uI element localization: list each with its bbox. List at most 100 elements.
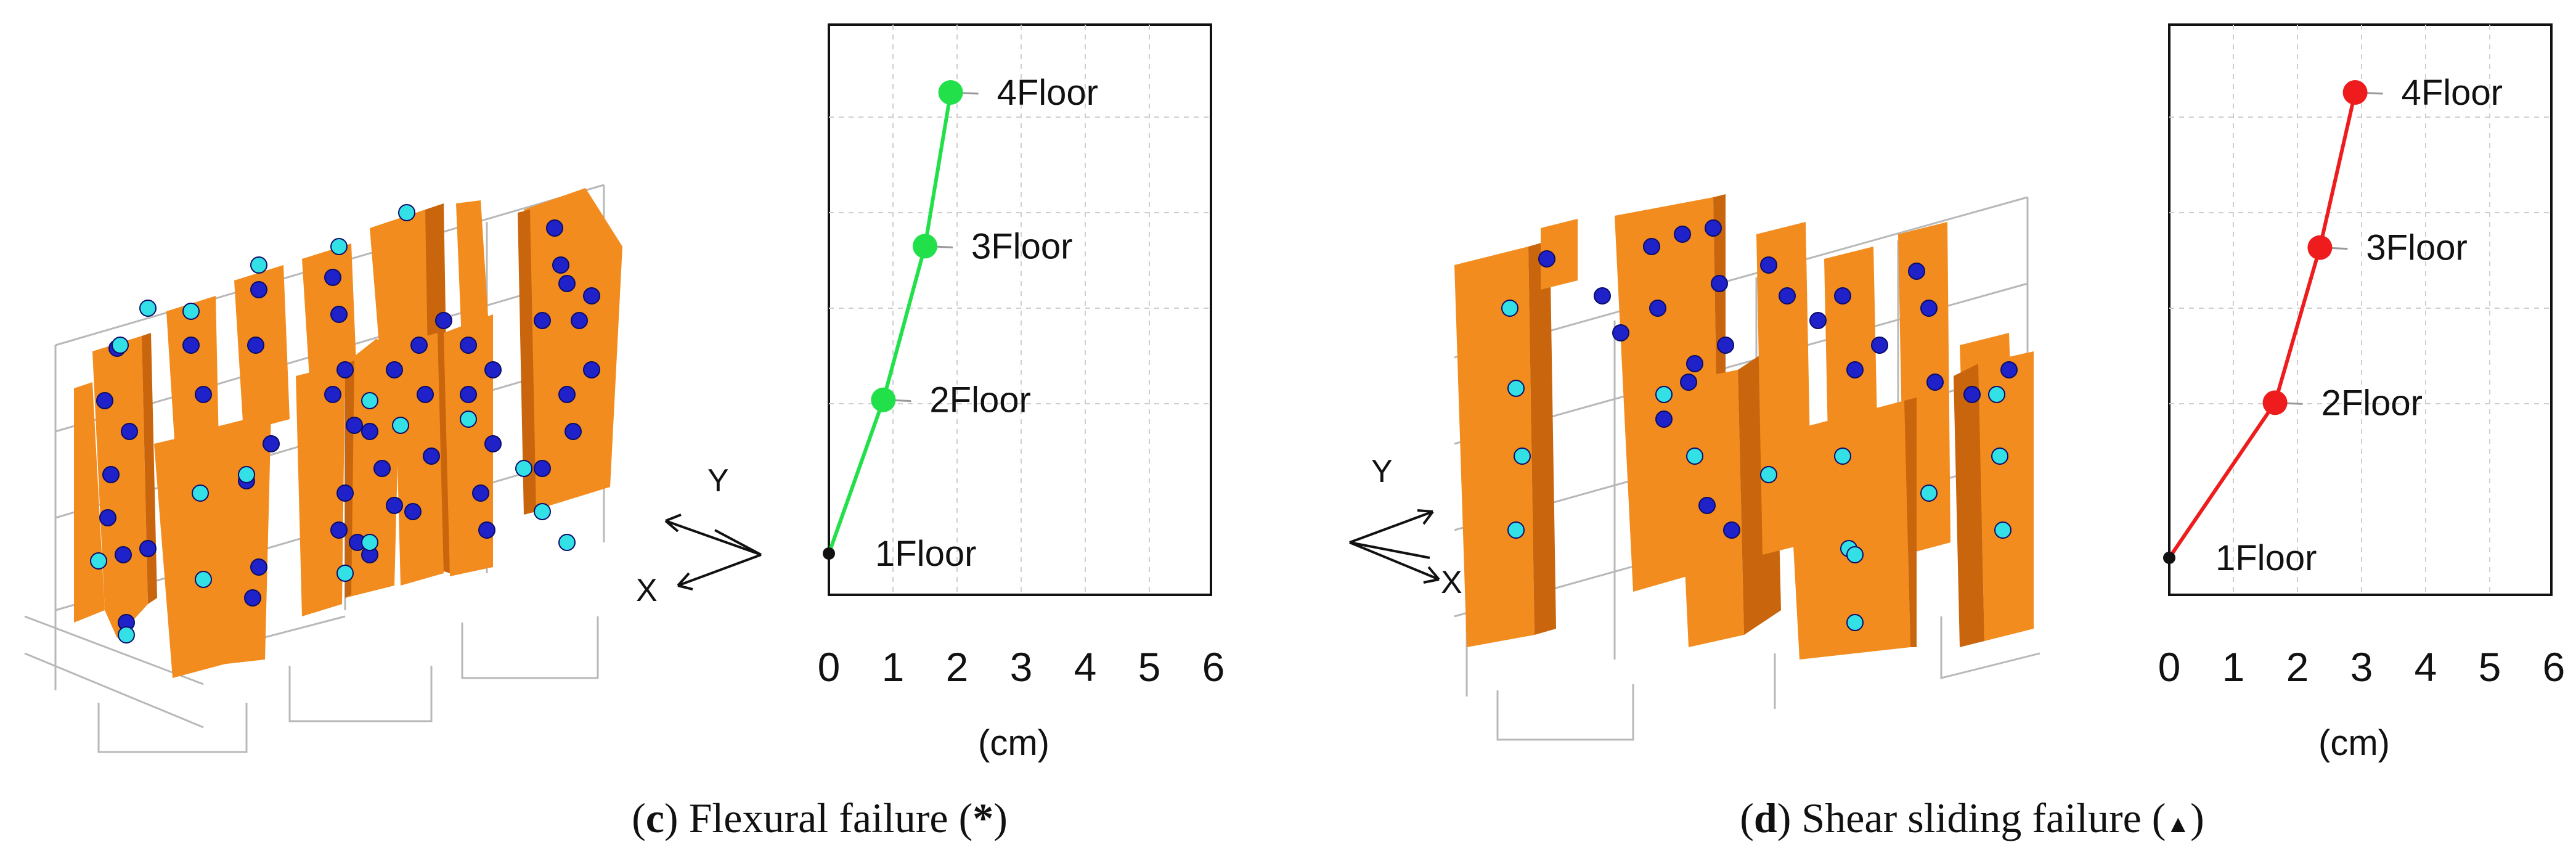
hinge-marker — [546, 219, 563, 237]
hinge-marker — [1908, 263, 1925, 280]
hinge-marker — [1698, 497, 1716, 514]
hinge-marker — [392, 417, 409, 434]
hinge-marker — [2000, 361, 2018, 378]
hinge-marker — [346, 417, 363, 434]
hinge-marker — [1846, 546, 1864, 563]
hinge-marker — [534, 460, 551, 477]
floor-label: 2Floor — [2321, 383, 2423, 423]
hinge-marker — [1507, 521, 1525, 539]
axis-label-x: X — [636, 573, 658, 608]
x-tick-label: 1 — [882, 644, 905, 690]
floor-label: 4Floor — [2402, 73, 2503, 113]
hinge-marker — [1760, 466, 1777, 483]
hinge-marker — [484, 361, 502, 378]
floor-label: 3Floor — [971, 226, 1072, 266]
hinge-marker — [90, 552, 107, 570]
hinge-marker — [102, 466, 120, 483]
hinge-marker — [1501, 300, 1518, 317]
hinge-marker — [263, 435, 280, 452]
hinge-marker — [336, 484, 354, 502]
floor-label: 2Floor — [929, 380, 1030, 420]
hinge-marker — [558, 275, 576, 292]
hinge-marker — [121, 423, 138, 440]
data-point — [2342, 80, 2368, 105]
hinge-marker — [118, 626, 135, 644]
hinge-marker — [192, 484, 209, 502]
axis-label-y: Y — [1371, 454, 1393, 489]
hinge-marker — [552, 256, 569, 274]
data-point — [938, 80, 963, 105]
hinge-marker — [1988, 386, 2005, 403]
hinge-marker — [1514, 447, 1531, 465]
hinge-marker — [182, 337, 200, 354]
hinge-marker — [478, 521, 495, 539]
hinge-marker — [330, 238, 348, 255]
hinge-marker — [1760, 256, 1777, 274]
x-tick-label: 4 — [2415, 644, 2437, 690]
hinge-marker — [361, 392, 378, 409]
hinge-marker — [1705, 219, 1722, 237]
hinge-marker — [460, 337, 477, 354]
hinge-marker — [417, 386, 434, 403]
x-tick-label: 5 — [1138, 644, 1161, 690]
hinge-marker — [324, 386, 341, 403]
caption-letter: d — [1754, 795, 1777, 841]
x-tick-label: 6 — [1202, 644, 1225, 690]
hinge-marker — [515, 460, 532, 477]
hinge-marker — [182, 303, 200, 320]
hinge-marker — [1846, 361, 1864, 378]
data-point — [913, 234, 937, 259]
caption-symbol: * — [972, 795, 993, 841]
data-point — [2163, 552, 2175, 564]
axis-label-x: X — [1441, 565, 1462, 600]
hinge-marker — [1846, 614, 1864, 631]
hinge-marker — [1538, 250, 1555, 268]
hinge-marker — [247, 337, 264, 354]
hinge-marker — [330, 306, 348, 323]
caption-d: (d) Shear sliding failure (▲) — [1740, 795, 2204, 841]
plastic-hinge-markers — [90, 204, 600, 644]
hinge-marker — [398, 204, 415, 221]
caption-symbol: ▲ — [2166, 810, 2190, 838]
hinge-marker — [1779, 287, 1796, 304]
hinge-marker — [1723, 521, 1740, 539]
hinge-marker — [195, 386, 212, 403]
hinge-marker — [1920, 300, 1938, 317]
hinge-marker — [238, 466, 255, 483]
hinge-marker — [195, 571, 212, 588]
floor-label: 4Floor — [997, 73, 1098, 113]
caption-text: Shear sliding failure ( — [1791, 795, 2166, 841]
hinge-marker — [1686, 447, 1703, 465]
building-model-flexural — [12, 148, 659, 753]
hinge-marker — [139, 300, 157, 317]
hinge-marker — [139, 540, 157, 557]
hinge-marker — [361, 534, 378, 551]
caption-text: Flexural failure ( — [679, 795, 973, 841]
hinge-marker — [1680, 374, 1697, 391]
hinge-marker — [558, 386, 576, 403]
hinge-marker — [361, 423, 378, 440]
hinge-marker — [112, 337, 129, 354]
hinge-marker — [386, 361, 403, 378]
hinge-marker — [96, 392, 113, 409]
building-model-shear — [1448, 194, 2083, 752]
hinge-marker — [583, 361, 600, 378]
x-tick-label: 2 — [946, 644, 969, 690]
hinge-marker — [534, 503, 551, 520]
hinge-marker — [1717, 337, 1734, 354]
hinge-marker — [1612, 324, 1629, 341]
floor-label: 3Floor — [2366, 228, 2467, 268]
hinge-marker — [1686, 355, 1703, 372]
hinge-marker — [472, 484, 489, 502]
hinge-marker — [404, 503, 422, 520]
hinge-marker — [99, 509, 116, 526]
hinge-marker — [1507, 380, 1525, 397]
floor-label: 1Floor — [2215, 538, 2317, 578]
axis-triad-c — [664, 513, 762, 591]
hinge-marker — [1711, 275, 1728, 292]
x-tick-label: 3 — [2350, 644, 2373, 690]
